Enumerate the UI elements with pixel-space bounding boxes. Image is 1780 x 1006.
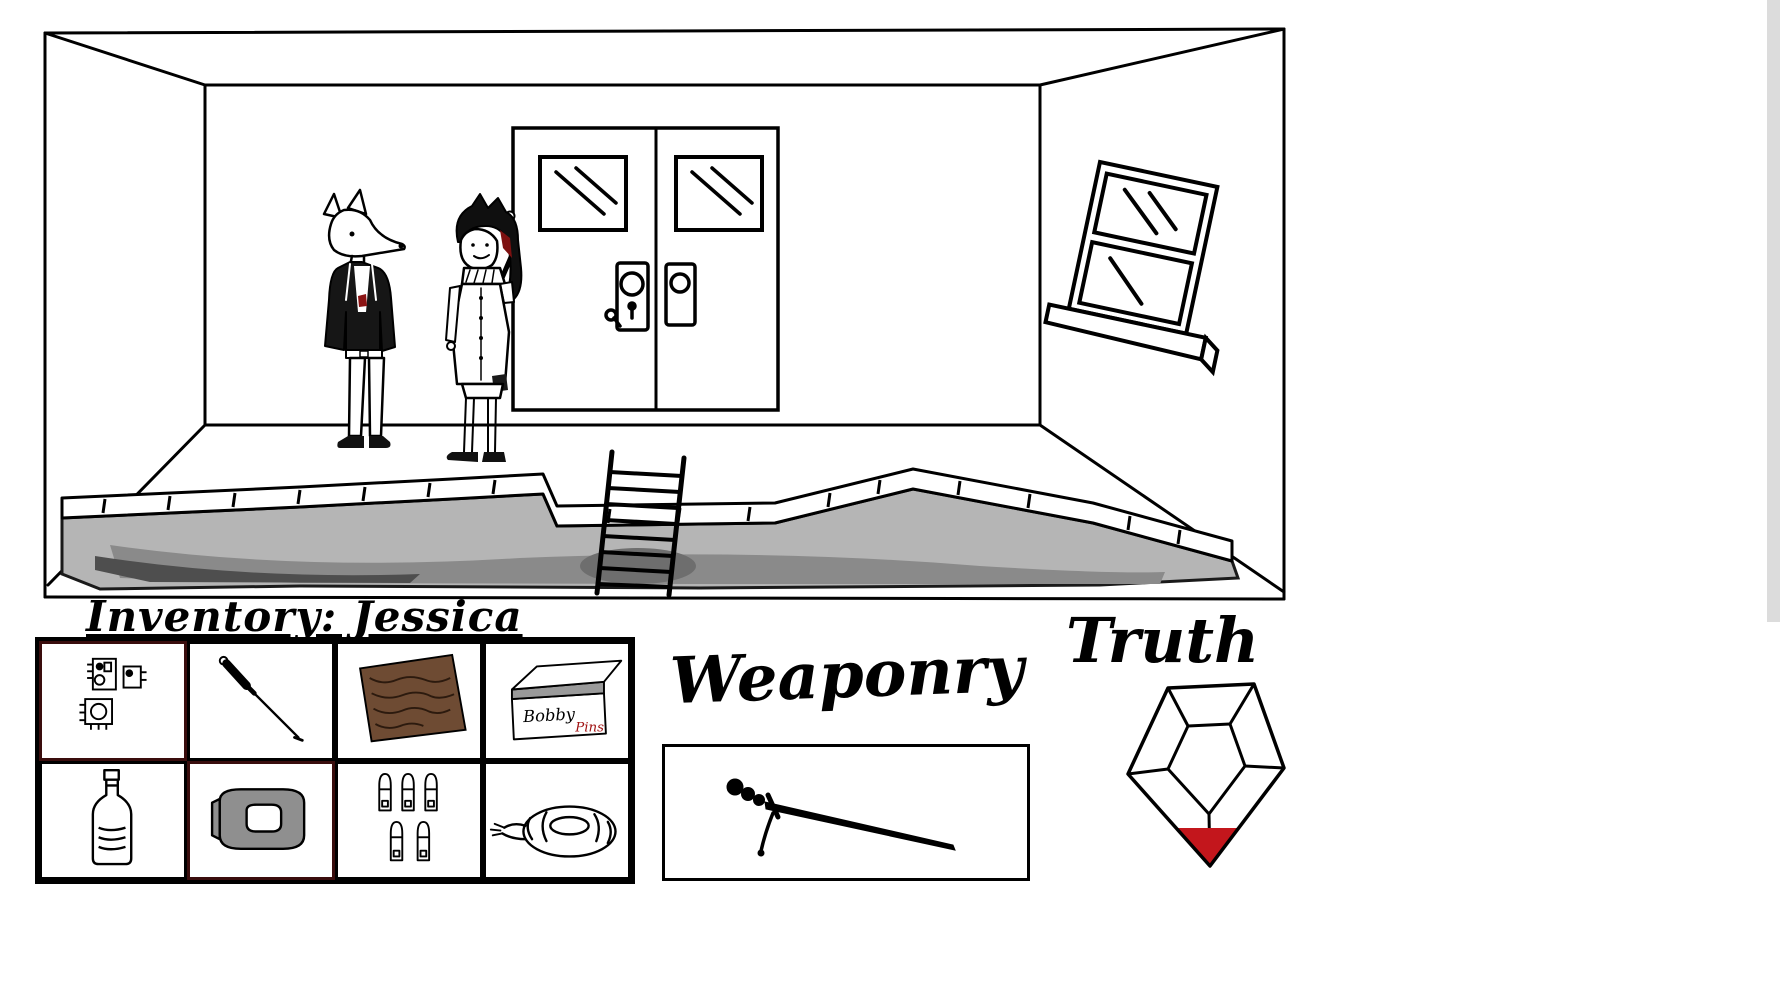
bobby-pins-box-icon: Bobby Pins [510,659,623,741]
baseboard [60,467,1234,563]
jessica-face [459,227,499,271]
leather-scrap-icon [358,653,467,743]
inventory-slot-ammunition[interactable] [335,760,483,880]
inventory-slot-bobby-pins[interactable]: Bobby Pins [483,641,631,761]
inventory-slot-screwdriver[interactable] [187,641,335,761]
right-edge-strip [1767,0,1780,622]
gem-inner-facet [1166,722,1247,816]
fox-head [327,208,406,258]
bottle-icon [91,769,133,866]
gem-outline [1126,682,1286,868]
door-lock-right[interactable] [664,262,697,327]
ladder[interactable] [594,449,687,598]
truth-meter-fill [1128,828,1284,866]
inventory-title: Inventory: Jessica [86,592,523,641]
inventory-slot-bottle[interactable] [39,760,187,880]
ammunition-icon [378,773,438,862]
rope-coil-icon [489,805,617,858]
jessica-hair-streak [500,230,512,258]
inventory-slot-leather-scrap[interactable] [335,641,483,761]
inventory-slot-rope[interactable] [483,760,631,880]
door-window-right [674,155,764,232]
cane-sword-icon [726,778,956,857]
weaponry-slot[interactable] [662,744,1030,881]
inventory-slot-electronics[interactable] [39,641,187,761]
double-doors[interactable] [511,126,780,412]
room-frame [43,27,1286,601]
inventory-slot-duct-tape[interactable] [187,760,335,880]
door-lock-left[interactable] [604,261,650,332]
character-jessica[interactable] [445,193,523,462]
truth-meter [1126,682,1286,868]
fox-chest-wound [358,294,367,307]
character-fox[interactable] [322,188,406,448]
screwdriver-icon [218,655,304,742]
duct-tape-icon [210,788,306,851]
bobby-label: Bobby [522,704,577,726]
room-scene [43,27,1286,601]
truth-title: Truth [1066,604,1260,677]
pins-label: Pins [574,720,604,735]
inventory-grid: Bobby Pins [35,637,635,884]
window[interactable] [1043,158,1251,377]
electronic-components-icon [79,657,147,730]
weaponry-title: Weaponry [668,631,1025,720]
